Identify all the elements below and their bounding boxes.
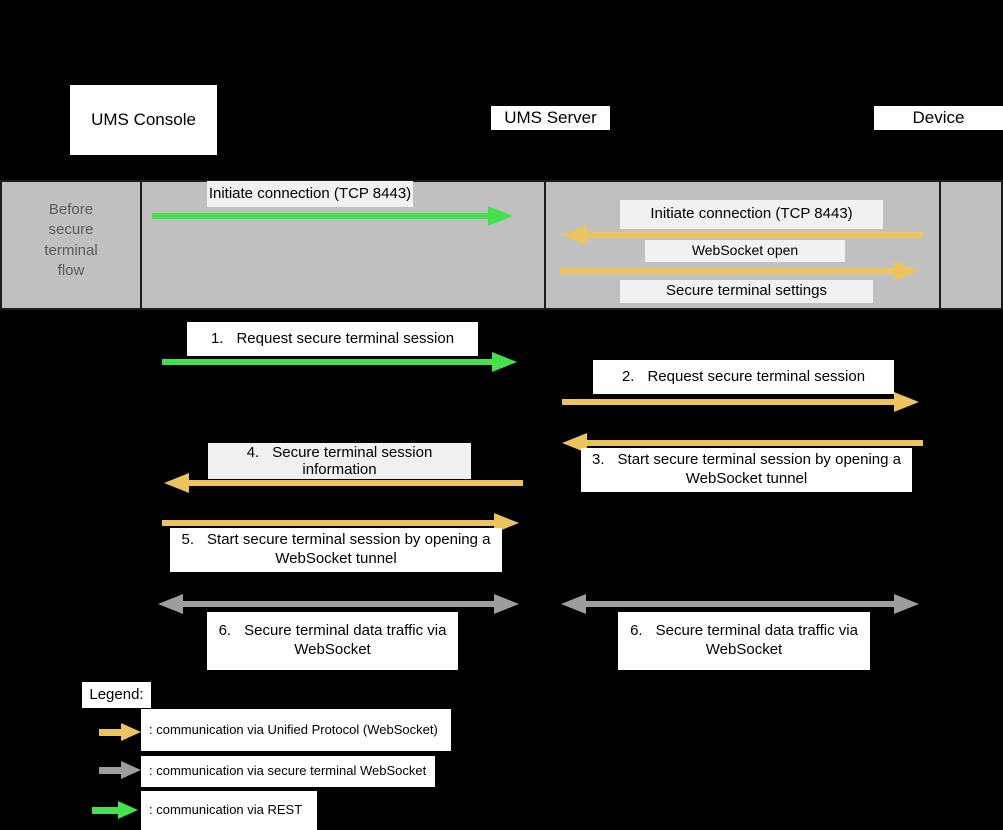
arrowhead-right bbox=[492, 352, 517, 372]
legend-item-rest: : communication via REST bbox=[141, 791, 317, 830]
arrow-step-3 bbox=[562, 433, 923, 453]
arrowhead-right bbox=[488, 206, 513, 226]
step-number: 3. bbox=[592, 451, 605, 469]
step-2-label: 2. Request secure terminal session bbox=[593, 360, 894, 394]
band-msg-initiate-connection-right: Initiate connection (TCP 8443) bbox=[620, 200, 883, 229]
legend-secure-terminal-arrow-icon bbox=[99, 761, 141, 779]
arrowhead-right bbox=[118, 801, 138, 819]
band-label: Before secure terminal flow bbox=[2, 200, 140, 281]
arrow-band-initiate-connection-unified bbox=[562, 225, 923, 245]
actor-ums-server: UMS Server bbox=[491, 106, 610, 130]
arrowhead-left bbox=[562, 225, 587, 245]
arrow-step-2 bbox=[562, 392, 919, 412]
arrow-step-4 bbox=[164, 473, 523, 493]
arrow-band-websocket-open bbox=[560, 261, 919, 281]
arrow-band-initiate-connection-rest bbox=[152, 206, 513, 226]
actor-device: Device bbox=[874, 106, 1003, 130]
actor-ums-console: UMS Console bbox=[70, 85, 217, 155]
arrow-step-6-server-device bbox=[561, 594, 919, 614]
step-3-label: 3. Start secure terminal session by openi… bbox=[581, 448, 912, 492]
band-divider bbox=[544, 182, 546, 308]
legend-rest-arrow-icon bbox=[92, 801, 138, 819]
band-msg-websocket-open: WebSocket open bbox=[645, 240, 845, 262]
arrowhead-left bbox=[158, 594, 183, 614]
arrowhead-right bbox=[894, 392, 919, 412]
step-text: Secure terminal data traffic via WebSock… bbox=[244, 622, 447, 658]
arrowhead-right bbox=[121, 723, 141, 741]
step-text: Request secure terminal session bbox=[647, 367, 866, 385]
legend-item-secure-terminal: : communication via secure terminal WebS… bbox=[141, 756, 435, 787]
arrowhead-right bbox=[894, 261, 919, 281]
step-number: 6. bbox=[218, 622, 232, 640]
step-5-label: 5. Start secure terminal session by openi… bbox=[170, 528, 502, 572]
arrowhead-left bbox=[562, 433, 587, 453]
arrowhead-right bbox=[121, 761, 141, 779]
band-label-text: Before secure terminal flow bbox=[44, 201, 98, 279]
step-number: 5. bbox=[181, 531, 195, 549]
step-number: 4. bbox=[246, 443, 260, 461]
arrowhead-left bbox=[164, 473, 189, 493]
arrowhead-left bbox=[561, 594, 586, 614]
step-text: Request secure terminal session bbox=[236, 329, 455, 347]
step-number: 6. bbox=[630, 622, 643, 640]
arrowhead-right bbox=[894, 594, 919, 614]
legend-unified-protocol-arrow-icon bbox=[99, 723, 141, 741]
legend-title: Legend: bbox=[82, 682, 151, 708]
legend-item-unified-protocol: : communication via Unified Protocol (We… bbox=[141, 709, 451, 751]
band-msg-initiate-connection-left: Initiate connection (TCP 8443) bbox=[207, 181, 413, 207]
arrow-step-5 bbox=[162, 513, 519, 533]
step-6-label-left: 6. Secure terminal data traffic via WebSo… bbox=[207, 612, 458, 670]
band-divider bbox=[939, 182, 941, 308]
step-text: Start secure terminal session by opening… bbox=[207, 531, 491, 567]
step-4-label: 4. Secure terminal session information bbox=[208, 443, 471, 479]
step-text: Start secure terminal session by opening… bbox=[617, 451, 901, 487]
band-divider bbox=[140, 182, 142, 308]
step-text: Secure terminal data traffic via WebSock… bbox=[655, 622, 858, 658]
arrow-step-6-console-server bbox=[158, 594, 519, 614]
step-text: Secure terminal session information bbox=[272, 443, 433, 478]
arrow-step-1 bbox=[162, 352, 517, 372]
step-6-label-right: 6. Secure terminal data traffic via WebSo… bbox=[618, 612, 870, 670]
arrowhead-right bbox=[494, 594, 519, 614]
band-msg-secure-terminal-settings: Secure terminal settings bbox=[620, 280, 873, 303]
step-number: 1. bbox=[210, 329, 224, 347]
step-1-label: 1. Request secure terminal session bbox=[187, 322, 478, 356]
step-number: 2. bbox=[621, 367, 635, 385]
